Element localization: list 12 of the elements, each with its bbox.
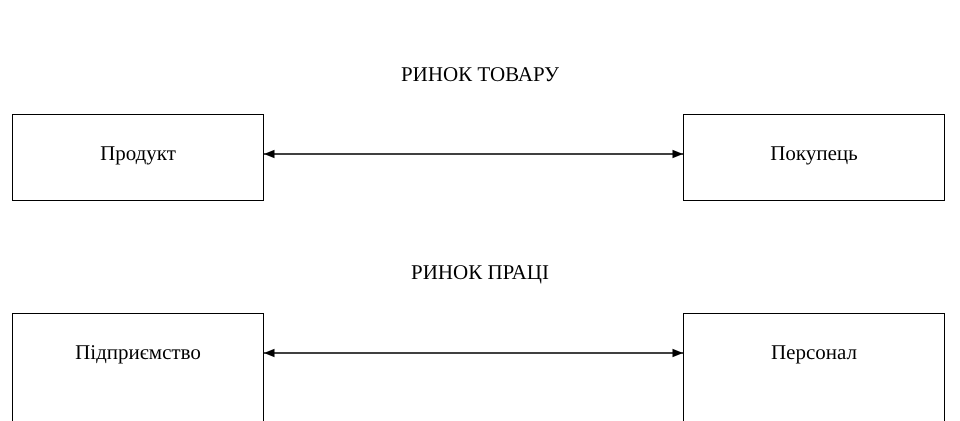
node-label: Персонал — [770, 340, 858, 365]
process-box — [683, 313, 945, 421]
process-box — [683, 114, 945, 201]
node-label: Покупець — [769, 141, 859, 166]
double-arrow — [264, 348, 683, 358]
double-arrow — [264, 150, 683, 158]
node-label: Підприємство — [74, 340, 202, 365]
section-heading: РИНОК ТОВАРУ — [400, 62, 560, 87]
process-box — [12, 313, 264, 421]
section-heading: РИНОК ПРАЦІ — [411, 260, 549, 285]
process-box — [12, 114, 264, 201]
node-label: Продукт — [99, 141, 177, 166]
